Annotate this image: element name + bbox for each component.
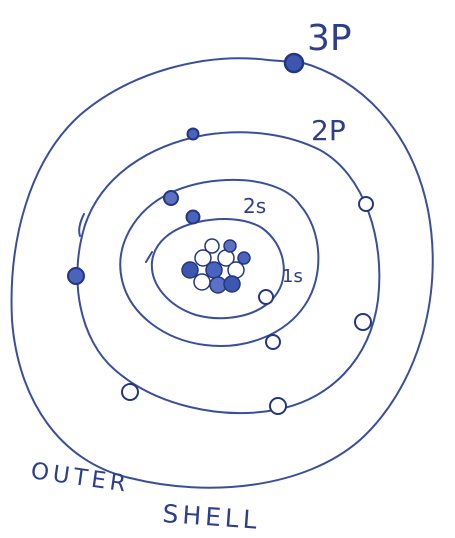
electron-dot-icon [163,190,179,206]
electron-dot-icon [283,52,305,74]
electron-dot-icon [67,267,85,285]
orbit-2s [119,178,320,347]
electron-dot-icon [186,127,200,141]
electron-dot-icon [265,334,281,350]
electron-dot-icon [121,383,139,401]
orbit-2p-tick [78,213,85,237]
label-2s: 2s [243,194,266,218]
label-shell: SHELL [162,499,262,535]
electron-dot-icon [354,313,372,331]
orbit-3p [10,57,434,489]
orbit-1s [150,218,285,320]
label-2p: 2P [311,114,346,147]
electron-dot-icon [358,196,374,212]
electron-dot-icon [258,289,274,305]
electron-dot-icon [269,397,287,415]
label-1s: 1s [282,266,303,287]
label-outer: OUTER [29,458,131,498]
electron-dot-icon [185,209,201,225]
nucleus-cluster-icon [181,238,251,294]
label-3p: 3P [307,18,352,59]
orbit-1s-gap-tick [145,251,153,263]
